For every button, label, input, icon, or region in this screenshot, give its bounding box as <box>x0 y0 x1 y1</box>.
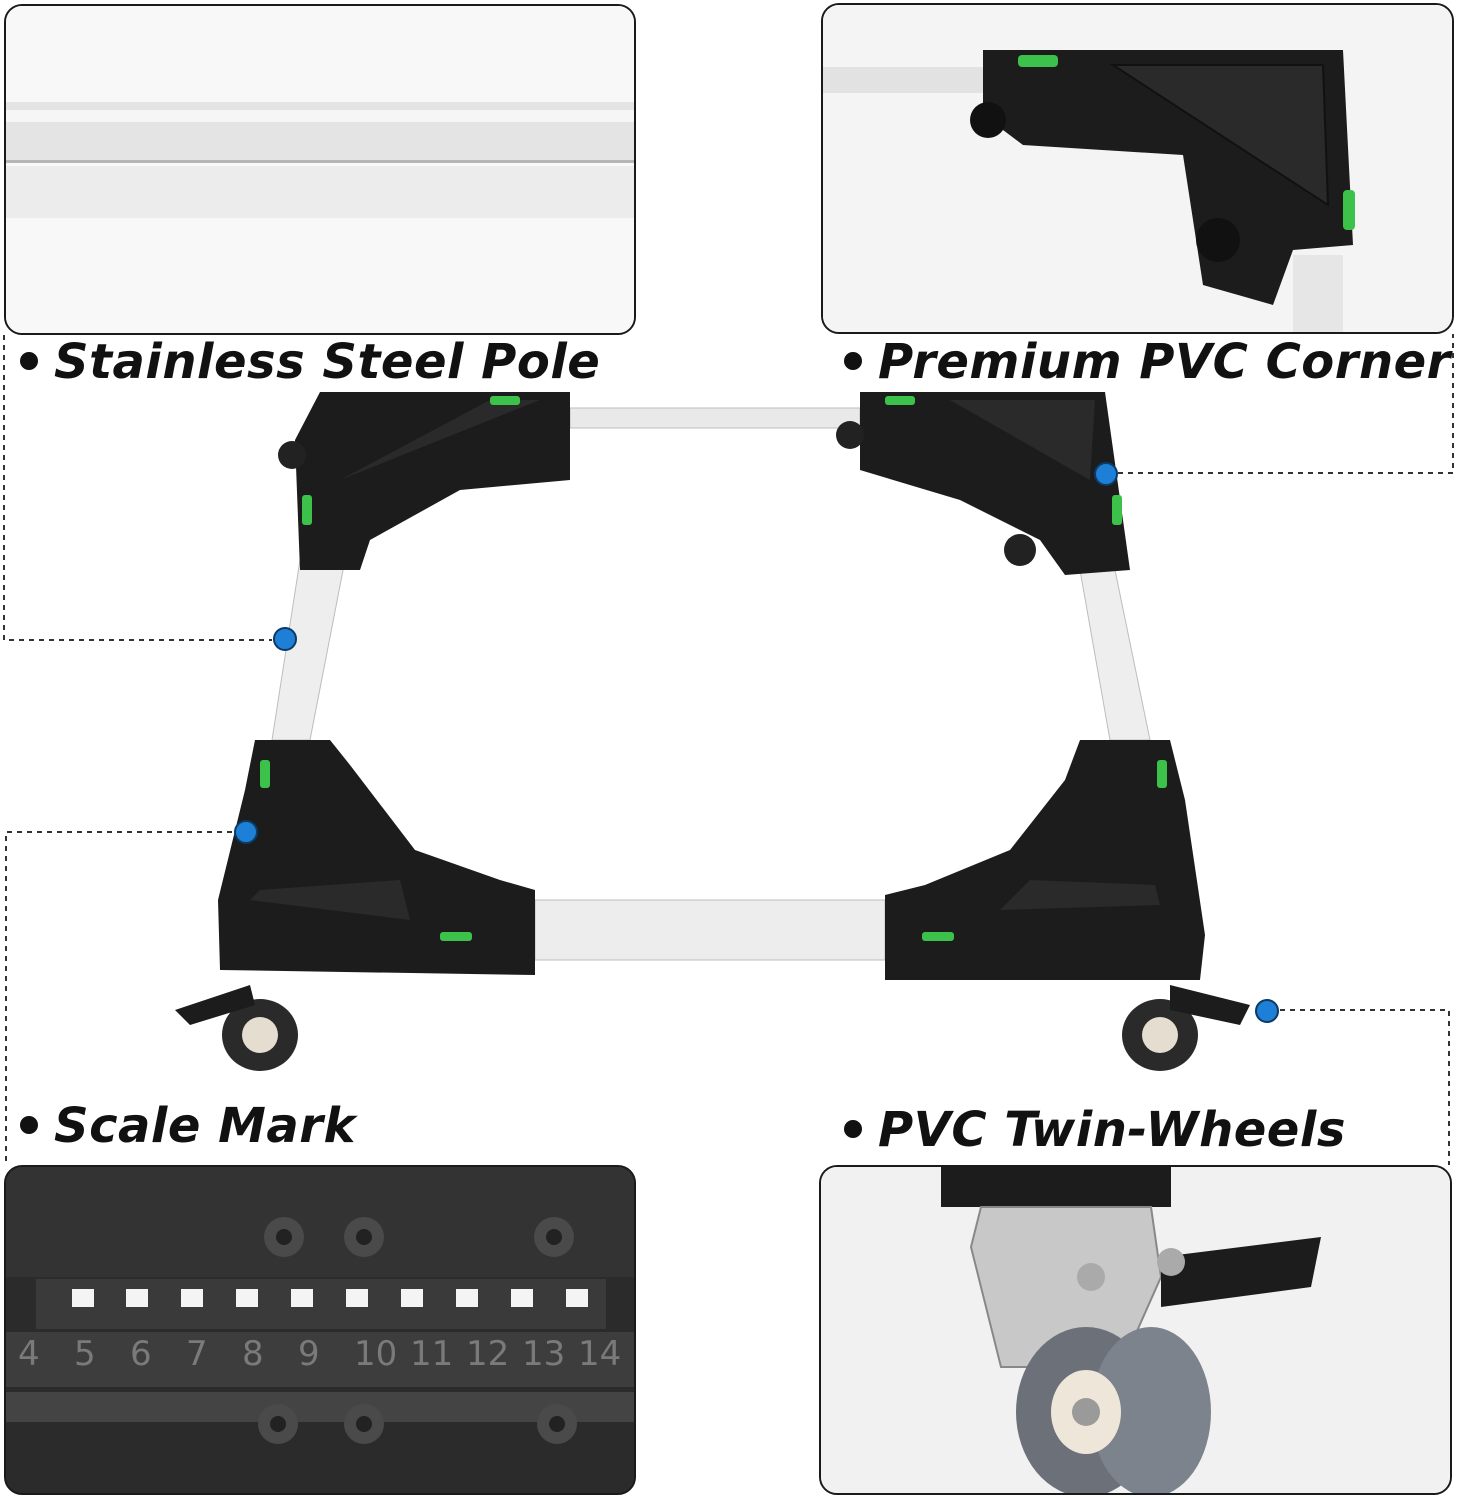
pvc-corner-illustration <box>823 5 1452 332</box>
label-text: PVC Twin-Wheels <box>878 1102 1346 1158</box>
marker-dot-icon <box>273 627 297 651</box>
scale-number: 4 <box>18 1334 40 1374</box>
scale-number: 6 <box>130 1334 152 1374</box>
adjustable-appliance-base-illustration <box>175 392 1250 1071</box>
scale-number: 13 <box>522 1334 565 1374</box>
scale-number: 5 <box>74 1334 96 1374</box>
scale-number: 10 <box>354 1334 397 1374</box>
bullet-icon <box>844 1120 862 1138</box>
stainless-steel-pole-detail <box>4 4 636 335</box>
scale-number: 9 <box>298 1334 320 1374</box>
scale-number: 11 <box>410 1334 453 1374</box>
label-pvc-twin-wheels: PVC Twin-Wheels <box>844 1102 1346 1158</box>
scale-number: 14 <box>578 1334 621 1374</box>
pvc-corner-detail <box>821 3 1454 334</box>
scale-number: 12 <box>466 1334 509 1374</box>
scale-number: 8 <box>242 1334 264 1374</box>
twin-wheels-illustration <box>821 1167 1450 1493</box>
marker-dot-icon <box>1255 999 1279 1023</box>
bullet-icon <box>844 352 862 370</box>
scale-number: 7 <box>186 1334 208 1374</box>
steel-pole-illustration <box>6 6 634 333</box>
label-text: Scale Mark <box>54 1098 356 1154</box>
marker-dot-icon <box>234 820 258 844</box>
pvc-twin-wheels-detail <box>819 1165 1452 1495</box>
marker-dot-icon <box>1094 462 1118 486</box>
bullet-icon <box>20 1116 38 1134</box>
bullet-icon <box>20 352 38 370</box>
label-scale-mark: Scale Mark <box>20 1098 356 1154</box>
